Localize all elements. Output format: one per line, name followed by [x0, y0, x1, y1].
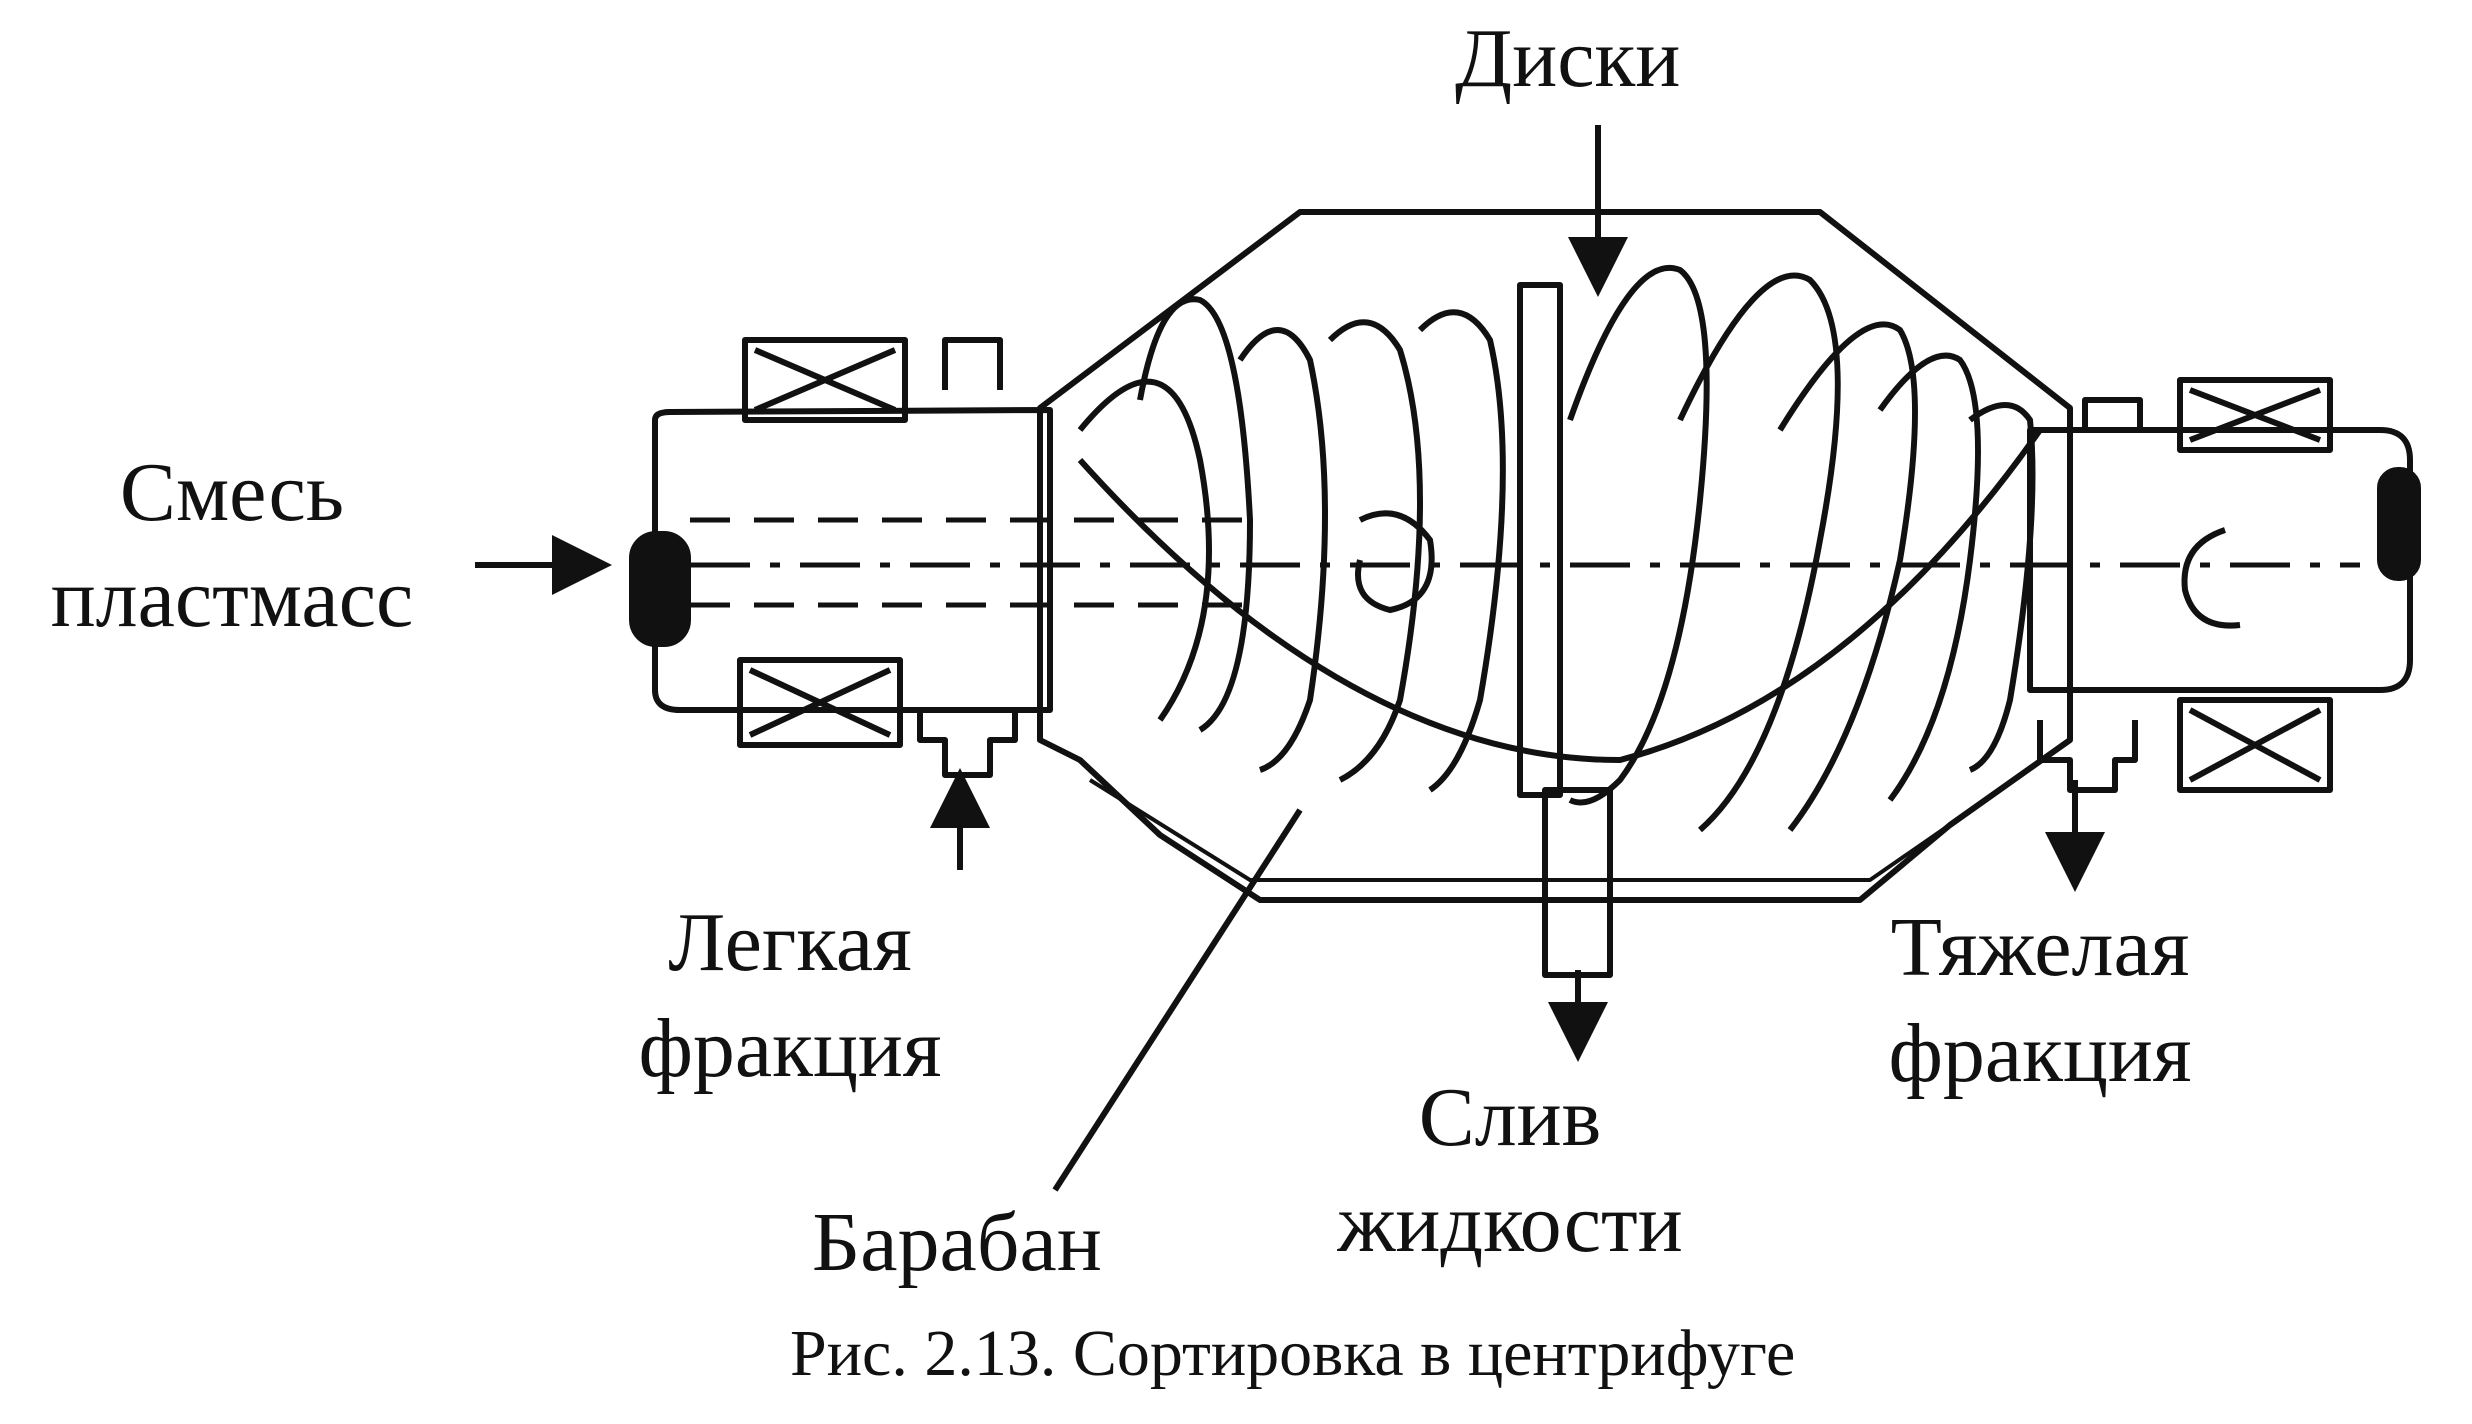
mixture-text-line1: Смесь [119, 446, 345, 539]
disk [1327, 319, 1423, 783]
disk [1877, 352, 1981, 802]
centrifuge-housing [1037, 209, 2073, 903]
drain-label: Слив жидкости [1300, 1065, 1720, 1277]
left-shaft [652, 407, 1053, 713]
right-shaft-cap [2377, 467, 2421, 581]
heavy-fraction-label: Тяжелая фракция [1860, 895, 2220, 1107]
light-fraction-label: Легкая фракция [620, 890, 960, 1102]
left-bearing-top [742, 337, 908, 423]
central-shaft [1517, 282, 1563, 798]
heavy-fraction-text-line1: Тяжелая [1890, 901, 2190, 994]
heavy-fraction-text-line2: фракция [1888, 1007, 2192, 1100]
drain-pipe [1542, 787, 1613, 978]
light-fraction-text-line1: Легкая [668, 896, 912, 989]
left-bearing-bottom [737, 657, 903, 748]
drain-text-line2: жидкости [1337, 1177, 1683, 1270]
drum-pointer-line [1052, 808, 1303, 1192]
drum-text: Барабан [812, 1196, 1102, 1289]
disks-text: Диски [1455, 12, 1681, 105]
disk [1968, 402, 2036, 773]
flow-swirl [1355, 510, 1435, 614]
heavy-fraction-outlet [2037, 720, 2138, 793]
light-fraction-outlet [917, 710, 1018, 778]
drain-text-line1: Слив [1418, 1071, 1602, 1164]
disk-sweep-line [1077, 428, 2043, 764]
drum-sediment [1088, 778, 2002, 882]
disks-label: Диски [1455, 6, 1680, 112]
disk-stack [1077, 265, 2043, 833]
right-top-fitting [2082, 397, 2143, 430]
mixture-label: Смесь пластмасс [32, 440, 432, 652]
disk [1137, 296, 1254, 733]
figure-caption: Рис. 2.13. Сортировка в центрифуге [790, 1317, 1796, 1390]
disk [1077, 378, 1212, 722]
left-shaft-cap [629, 531, 691, 647]
right-bearing-bottom [2177, 697, 2333, 793]
disk [1417, 309, 1506, 793]
rotation-symbol [2181, 527, 2241, 629]
mixture-text-line2: пластмасс [50, 552, 414, 645]
disk [1777, 321, 1918, 832]
disk [1567, 265, 1710, 806]
left-top-fitting [942, 337, 1003, 390]
disk [1237, 327, 1328, 773]
drum-label: Барабан [812, 1190, 1102, 1296]
right-bearing-top [2177, 377, 2333, 453]
disk [1677, 272, 1841, 833]
right-shaft [2027, 427, 2413, 693]
light-fraction-text-line2: фракция [638, 1002, 942, 1095]
